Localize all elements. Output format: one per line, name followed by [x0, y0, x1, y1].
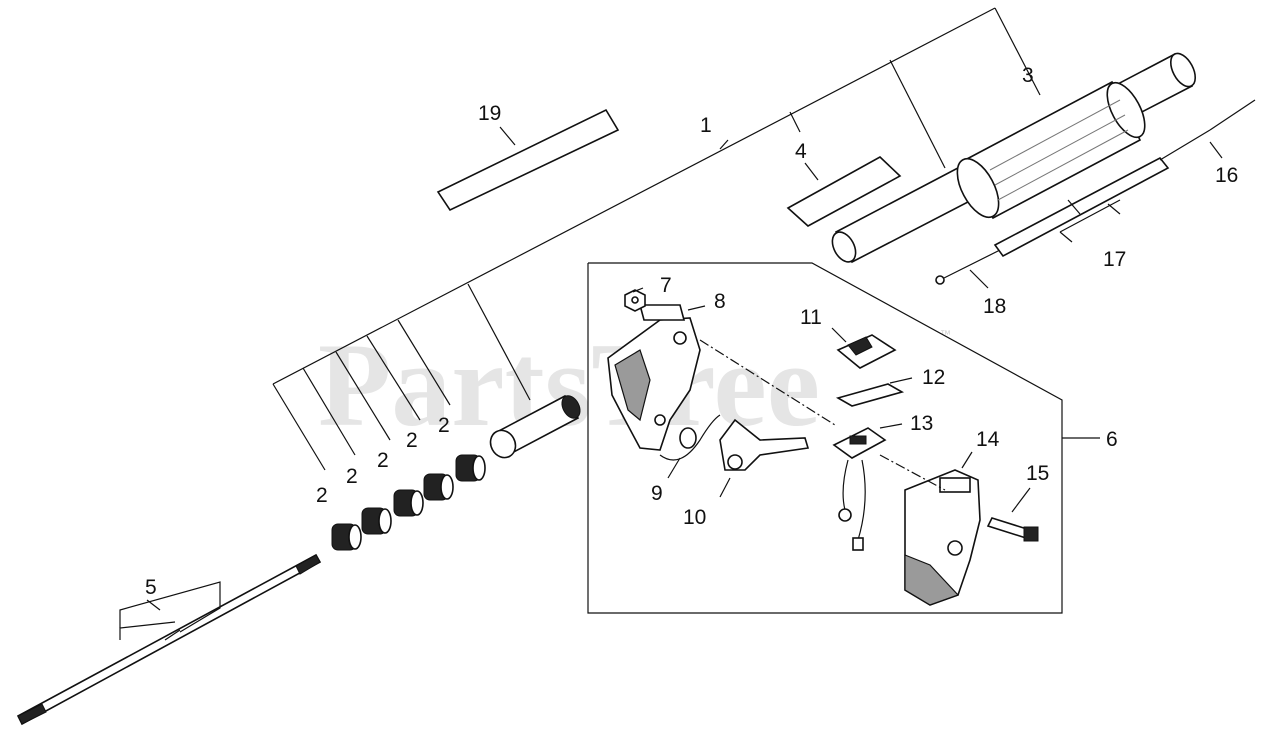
- bushing-1: [331, 523, 362, 551]
- switch-cover: [836, 334, 897, 369]
- stop-switch: [832, 427, 887, 551]
- callout-labels: 1 2 2 2 2 2 3 4 5 6 7 8 9 10 11 12 13 14…: [145, 64, 1238, 599]
- watermark-trademark: ™: [940, 329, 951, 341]
- callout-19: 19: [478, 102, 501, 125]
- bushing-4: [423, 473, 454, 501]
- callout-2e: 2: [438, 414, 450, 437]
- spring: [659, 414, 721, 461]
- throttle-cable: [935, 99, 1256, 285]
- throttle-trigger: [719, 418, 810, 471]
- callout-11: 11: [800, 306, 822, 329]
- bushings: [331, 454, 486, 551]
- callout-12: 12: [922, 366, 945, 389]
- decal-19: [436, 108, 620, 212]
- callout-16: 16: [1215, 164, 1238, 187]
- handle-housing-left: [607, 304, 701, 451]
- callout-6: 6: [1106, 428, 1118, 451]
- bushing-3: [393, 489, 424, 517]
- screw: [986, 517, 1039, 542]
- inner-tube: [489, 394, 581, 459]
- callout-leaders: [146, 141, 1223, 611]
- handle-grip: [956, 80, 1146, 220]
- callout-2b: 2: [346, 465, 358, 488]
- callout-8: 8: [714, 290, 726, 313]
- callout-2d: 2: [406, 429, 418, 452]
- switch-assembly-box: [587, 262, 1100, 614]
- decal-4: [786, 156, 902, 227]
- handle-housing-right: [904, 469, 981, 606]
- callout-15: 15: [1026, 462, 1049, 485]
- callout-17: 17: [1103, 248, 1126, 271]
- callout-13: 13: [910, 412, 933, 435]
- callout-9: 9: [651, 482, 663, 505]
- callout-14: 14: [976, 428, 1000, 451]
- callout-7: 7: [660, 274, 672, 297]
- callout-18: 18: [983, 295, 1006, 318]
- callout-2a: 2: [316, 484, 328, 507]
- callout-4: 4: [795, 140, 807, 163]
- drive-shaft: [16, 553, 322, 726]
- callout-2c: 2: [377, 449, 389, 472]
- assembly-leader-lines: [272, 7, 1041, 471]
- nut: [624, 289, 646, 312]
- bushing-5: [455, 454, 486, 482]
- callout-10: 10: [683, 506, 706, 529]
- callout-5: 5: [145, 576, 157, 599]
- bushing-2: [361, 507, 392, 535]
- alignment-lines: [699, 339, 946, 491]
- callout-3: 3: [1022, 64, 1034, 87]
- switch-plate: [835, 383, 905, 407]
- callout-1: 1: [700, 114, 712, 137]
